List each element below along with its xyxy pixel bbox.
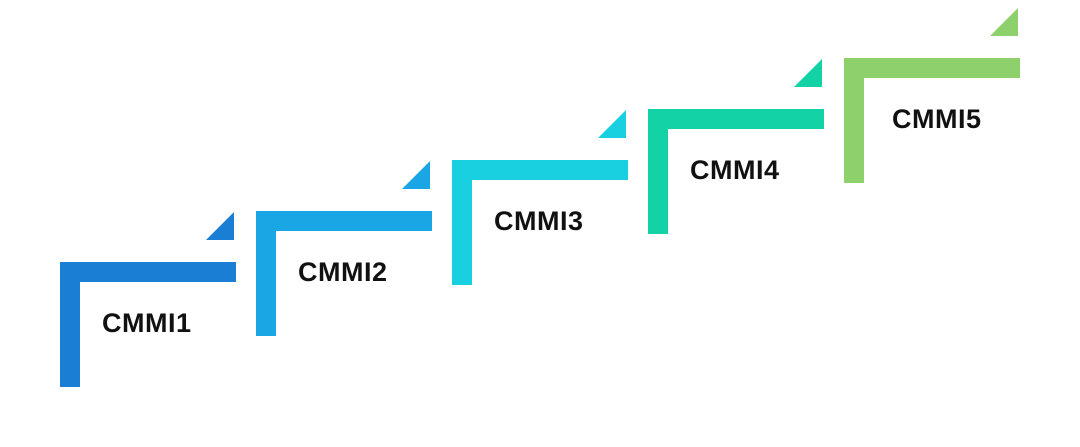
step-label: CMMI3 <box>494 206 584 236</box>
step-triangle-accent <box>402 161 430 189</box>
step-cmmi5: CMMI5 <box>844 8 1020 183</box>
step-triangle-accent <box>598 110 626 138</box>
step-riser <box>648 109 668 234</box>
step-riser <box>60 262 80 387</box>
step-riser <box>256 211 276 336</box>
step-riser <box>452 160 472 285</box>
step-riser <box>844 58 864 183</box>
step-cmmi4: CMMI4 <box>648 59 824 234</box>
step-triangle-accent <box>206 212 234 240</box>
step-triangle-accent <box>794 59 822 87</box>
step-tread <box>648 109 824 129</box>
step-cmmi3: CMMI3 <box>452 110 628 285</box>
step-label: CMMI1 <box>102 308 192 338</box>
step-cmmi2: CMMI2 <box>256 161 432 336</box>
step-label: CMMI2 <box>298 257 388 287</box>
step-cmmi1: CMMI1 <box>60 212 236 387</box>
step-tread <box>452 160 628 180</box>
step-label: CMMI4 <box>690 155 780 185</box>
step-label: CMMI5 <box>892 104 982 134</box>
step-tread <box>844 58 1020 78</box>
step-triangle-accent <box>990 8 1018 36</box>
step-tread <box>60 262 236 282</box>
step-tread <box>256 211 432 231</box>
